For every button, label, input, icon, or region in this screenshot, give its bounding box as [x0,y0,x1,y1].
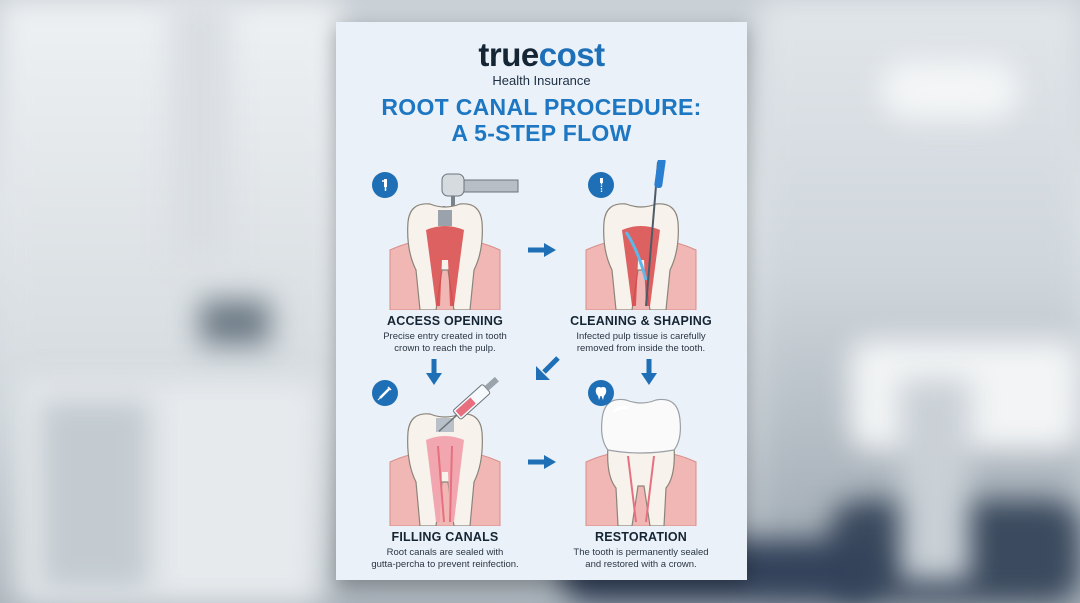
logo-true-text: true [478,36,539,73]
logo-cost-text: cost [538,36,605,73]
step-cleaning-shaping: CLEANING & SHAPING Infected pulp tissue … [546,157,736,354]
step-3-desc-line-1: Root canals are sealed with [386,547,504,558]
step-1-title: ACCESS OPENING [386,314,503,328]
drill-icon [372,172,398,198]
arrow-icon [536,356,560,380]
step-access-opening: ACCESS OPENING Precise entry created in … [350,160,540,354]
title-line-2: A 5-STEP FLOW [451,120,632,146]
file-icon [588,172,614,198]
arrow-icon [528,243,556,257]
infographic-poster: truecost Health Insurance ROOT CANAL PRO… [336,22,747,580]
step-3-desc: Root canals are sealed with gutta-percha… [350,547,540,570]
arrow-icon [641,359,657,385]
step-1-desc-line-1: Precise entry created in tooth [383,331,507,342]
step-2-title: CLEANING & SHAPING [570,314,712,328]
title-line-1: ROOT CANAL PROCEDURE: [381,94,702,120]
step-2-desc: Infected pulp tissue is carefully remove… [546,331,736,354]
step-filling-canals: FILLING CANALS Root canals are sealed wi… [350,376,540,570]
access-opening-illustration [389,173,519,311]
arrow-icon [528,455,556,469]
syringe-icon [372,380,398,406]
step-3-title: FILLING CANALS [391,530,499,544]
step-4-title: RESTORATION [594,530,688,544]
arrow-icon [426,359,442,385]
step-1-desc: Precise entry created in tooth crown to … [350,331,540,354]
step-2-desc-line-1: Infected pulp tissue is carefully [576,331,706,342]
step-3-desc-line-2: gutta-percha to prevent reinfection. [371,558,519,570]
step-2-desc-line-2: removed from inside the tooth. [576,342,706,354]
tooth-icon [588,380,614,406]
cleaning-shaping-illustration [585,157,697,311]
brand-logo: truecost Health Insurance [336,38,747,88]
step-4-desc-line-1: The tooth is permanently sealed [573,547,709,558]
step-4-desc: The tooth is permanently sealed and rest… [546,547,736,570]
restoration-illustration [585,398,697,527]
step-4-desc-line-2: and restored with a crown. [585,558,697,570]
poster-title: ROOT CANAL PROCEDURE: A 5-STEP FLOW [336,94,747,146]
filling-canals-illustration [389,376,501,527]
logo-subtitle: Health Insurance [492,73,591,88]
step-1-desc-line-2: crown to reach the pulp. [394,342,496,354]
step-restoration: RESTORATION The tooth is permanently sea… [546,376,736,570]
